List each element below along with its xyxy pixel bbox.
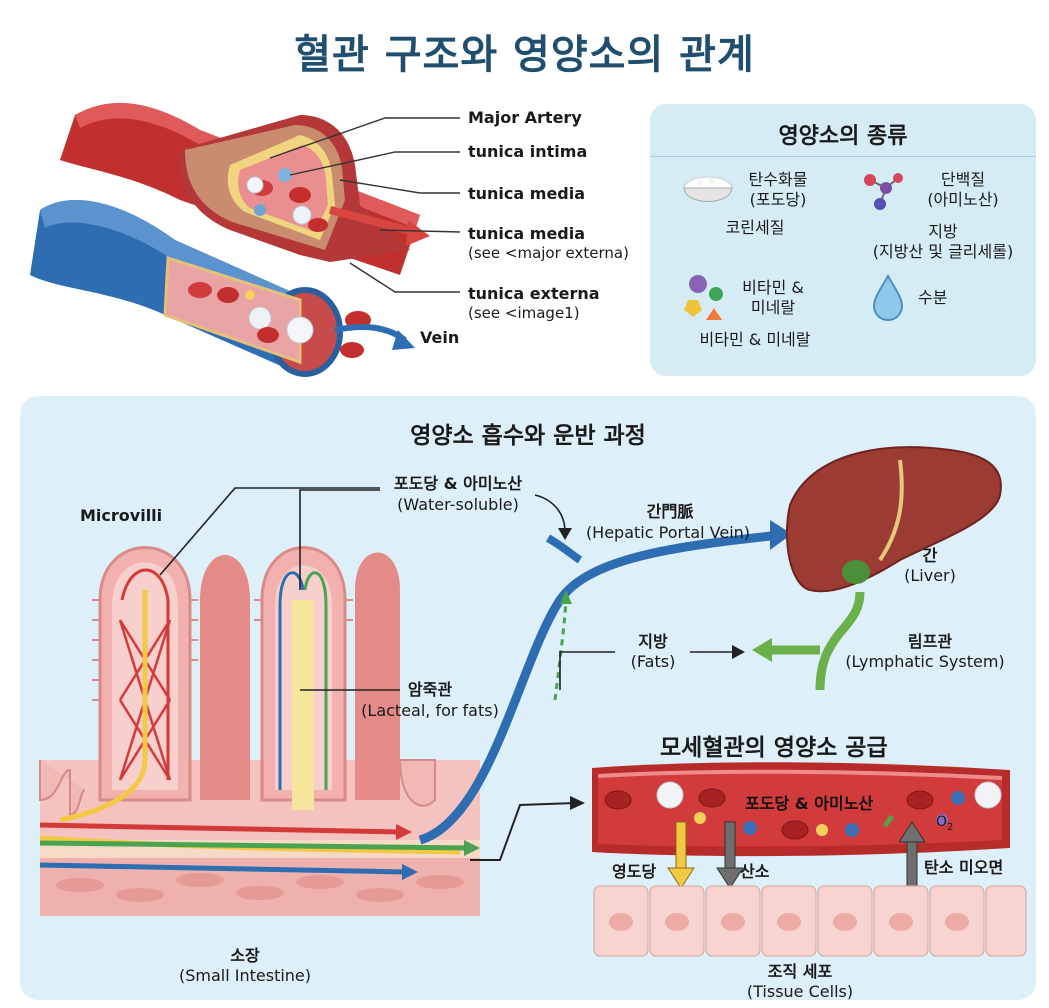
label-liver-en: (Liver) (904, 566, 956, 585)
label-tunica-externa-note: (see <image1) (468, 304, 580, 322)
microvilli-fringe (92, 599, 353, 701)
label-capillary-nutrients: 포도당 & 아미노산 (745, 794, 874, 813)
protein-sublabel: (아미노산) (927, 190, 999, 209)
label-tunica-media-2: tunica media (468, 224, 586, 243)
label-glucose-out: 영도당 (612, 862, 657, 881)
villus-left (59, 546, 192, 823)
label-fats-en: (Fats) (630, 652, 676, 671)
vitamin-sublabel: 미네랄 (750, 298, 796, 317)
label-microvilli: Microvilli (80, 506, 163, 525)
molecule-icon (864, 173, 903, 210)
nutrient-types-title: 영양소의 종류 (778, 124, 908, 149)
divider (650, 156, 1036, 157)
nutrient-types-panel: 영양소의 종류 탄수화물 (포도당) 코린세질 단백질 (아미노산) 지방 (지… (650, 104, 1036, 376)
fat-sublabel: (지방산 및 글리세롤) (872, 242, 1014, 261)
label-lacteal-en: (Lacteal, for fats) (361, 701, 499, 720)
label-lacteal-kr: 암죽관 (407, 680, 453, 699)
label-tunica-intima: tunica intima (468, 142, 588, 161)
carb-label: 탄수화물 (748, 170, 808, 189)
sugar-bowl-icon (683, 176, 733, 202)
vitamin-shapes-icon (684, 275, 723, 320)
label-o2: O2 (936, 814, 954, 833)
liver-organ (785, 446, 1002, 593)
label-tunica-media-2-note: (see <major externa) (468, 244, 629, 262)
label-portal-kr: 간門脈 (646, 502, 694, 521)
label-portal-en: (Hepatic Portal Vein) (585, 523, 751, 542)
label-lymph-en: (Lymphatic System) (845, 652, 1005, 671)
label-water-soluble: (Water-soluble) (397, 495, 519, 514)
carb-sublabel: (포도당) (749, 190, 807, 209)
vitamin-caption: 비타민 & 미네랄 (699, 330, 811, 349)
absorption-title: 영양소 흡수와 운반 과정 (410, 423, 646, 449)
protein-label: 단백질 (940, 170, 986, 189)
water-drop-icon (872, 273, 904, 321)
carb-caption: 코린세질 (725, 218, 785, 237)
label-tunica-media: tunica media (468, 184, 586, 203)
label-intestine-kr: 소장 (230, 946, 260, 965)
page-title: 혈관 구조와 영양소의 관계 (294, 32, 755, 78)
label-tissue-en: (Tissue Cells) (746, 982, 854, 1001)
label-tunica-externa: tunica externa (468, 284, 600, 303)
water-label: 수분 (918, 288, 948, 307)
capillary-title: 모세혈관의 영양소 공급 (660, 735, 888, 761)
vein-vessel (30, 200, 343, 377)
label-lymph-kr: 림프관 (907, 632, 953, 651)
label-liver-kr: 간 (922, 546, 938, 565)
label-tissue-kr: 조직 세포 (767, 962, 833, 981)
label-vein: Vein (420, 328, 460, 347)
tissue-cells (593, 885, 1027, 957)
villus-center (260, 546, 347, 810)
label-major-artery: Major Artery (468, 108, 582, 127)
label-intestine-en: (Small Intestine) (178, 966, 312, 985)
label-oxygen-out: 산소 (740, 862, 770, 881)
label-glucose-amino: 포도당 & 아미노산 (393, 474, 523, 493)
capillary-contents (604, 781, 1002, 840)
vitamin-label: 비타민 & (742, 278, 804, 297)
artery-vessel (60, 103, 430, 275)
label-co2-in: 탄소 미오면 (924, 858, 1004, 877)
label-fats-kr: 지방 (638, 632, 668, 651)
fat-label: 지방 (928, 222, 958, 241)
